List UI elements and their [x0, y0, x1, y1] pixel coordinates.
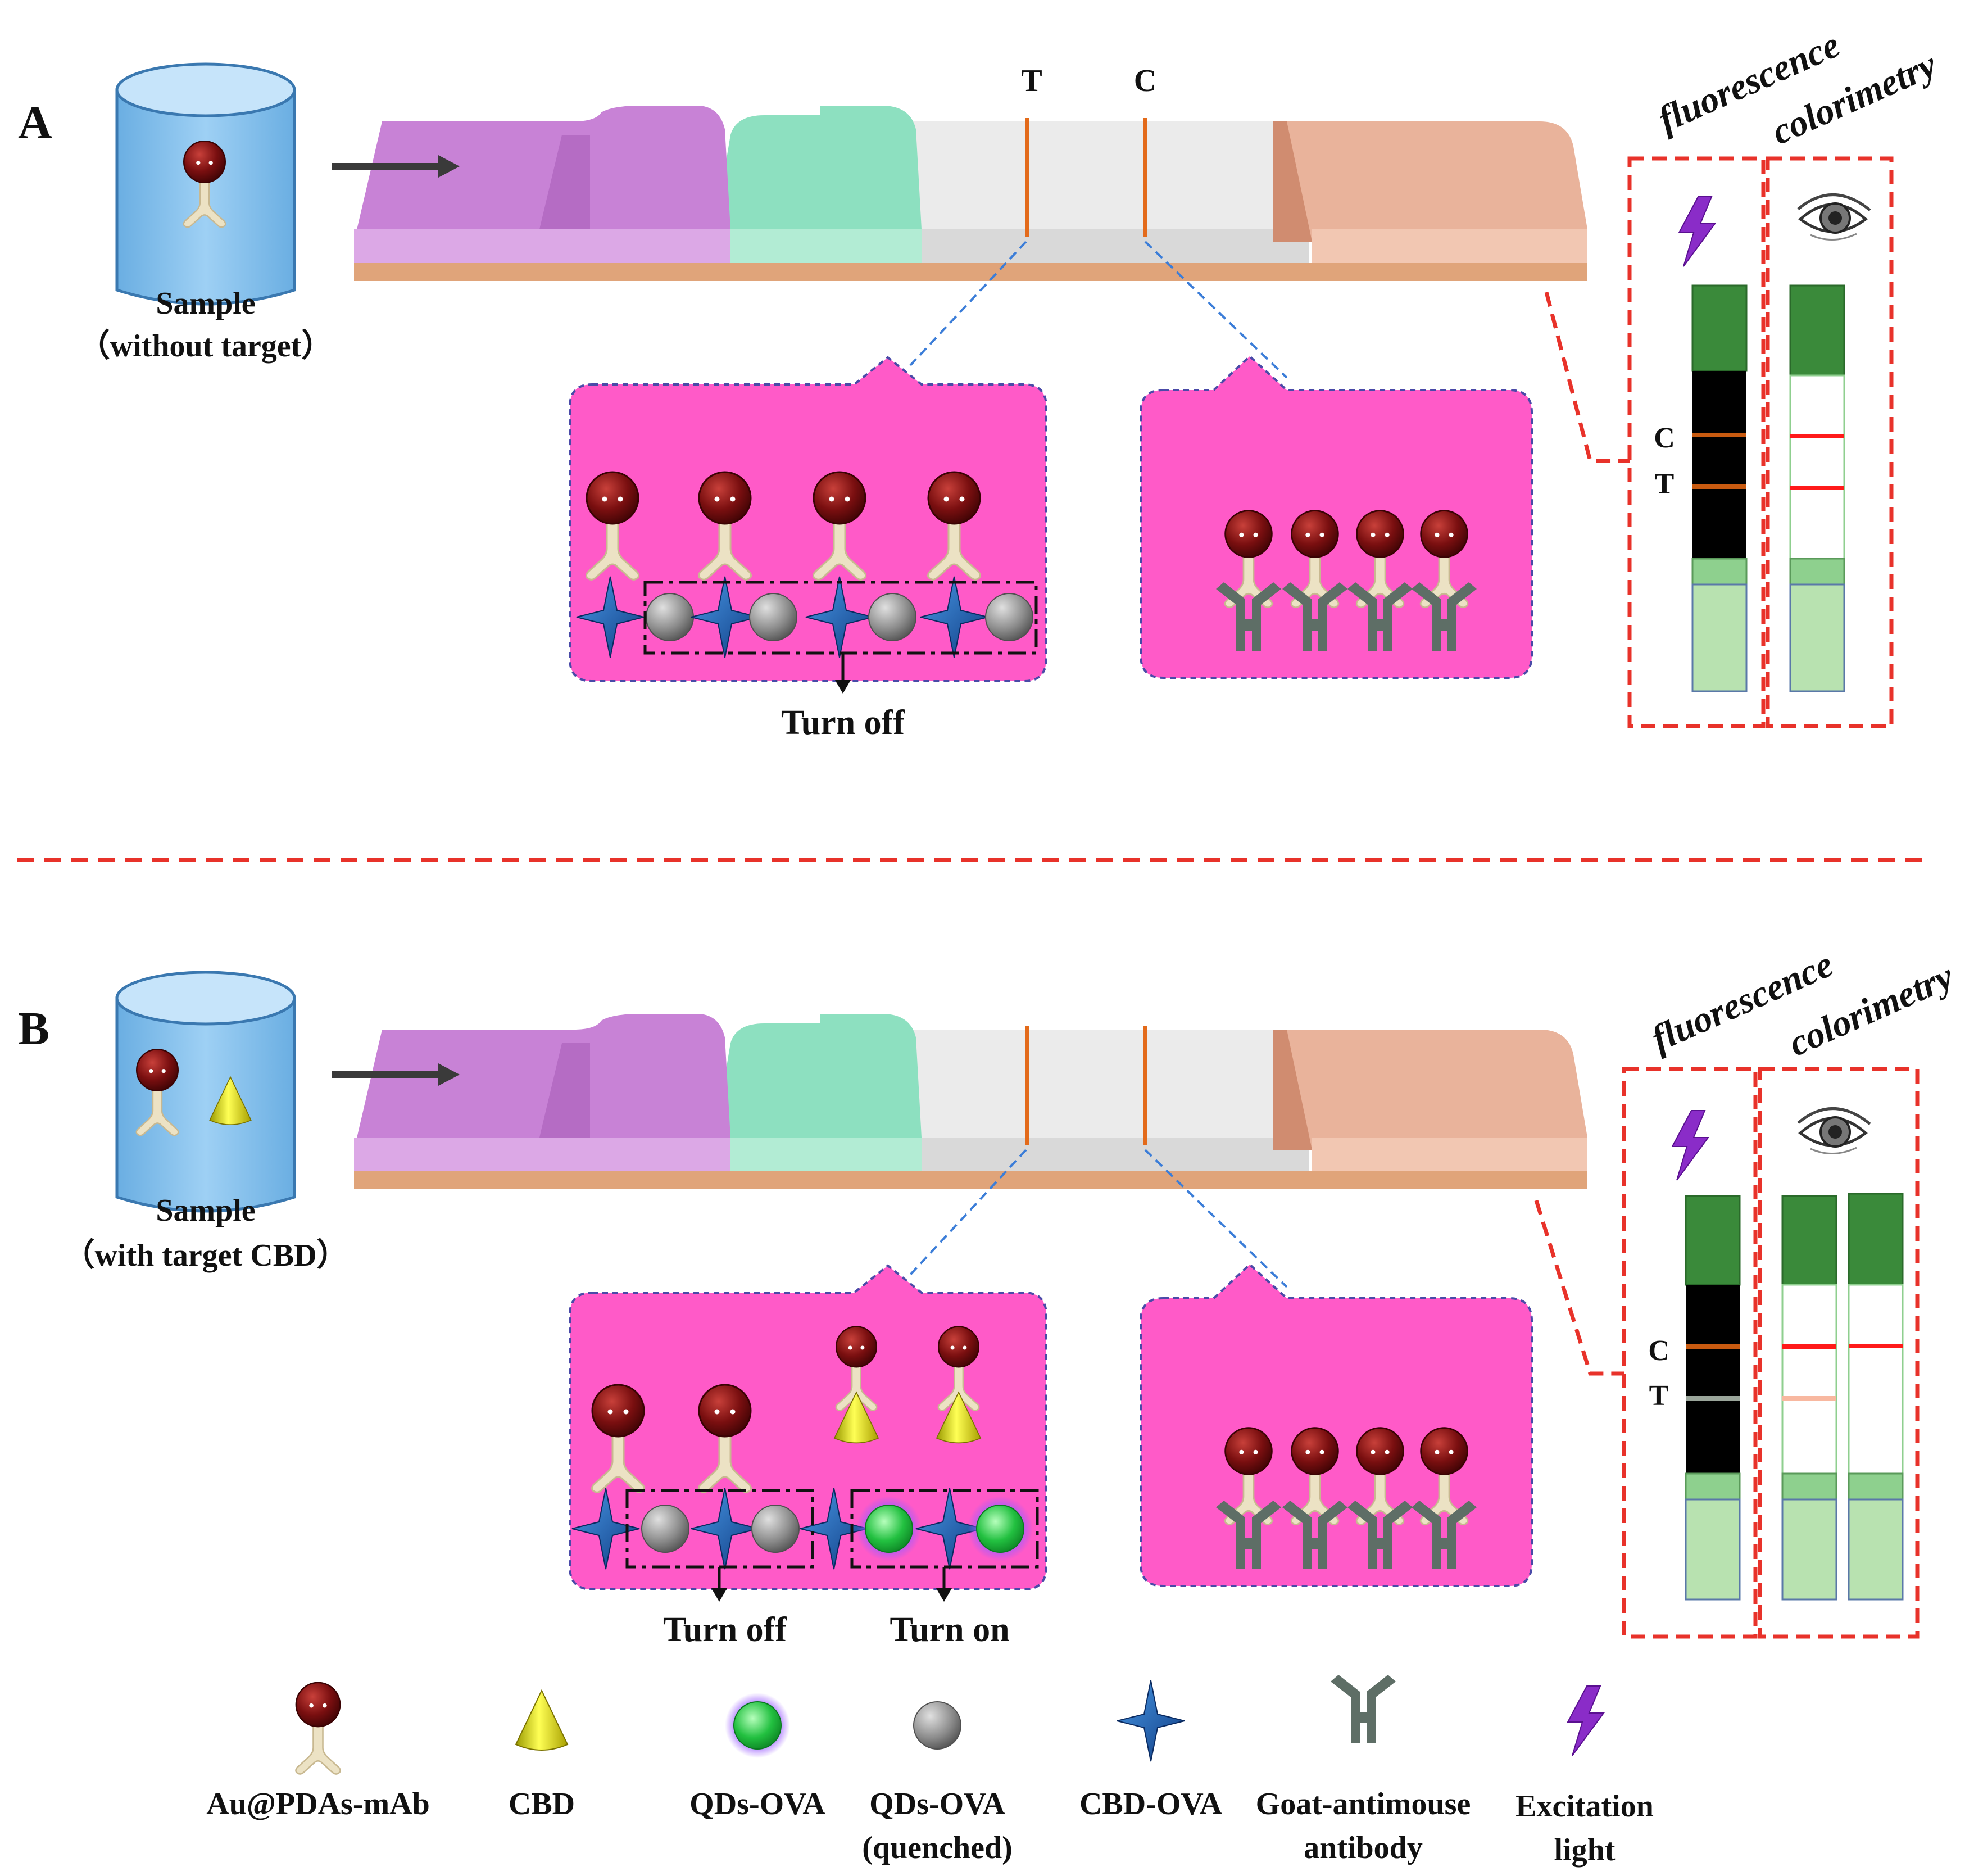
strip-c-label-b: C — [1648, 1335, 1669, 1367]
legend-qds-ova-label: QDs-OVA — [689, 1787, 825, 1821]
strip-c-label-a: C — [1654, 422, 1675, 454]
legend-qds-ova: QDs-OVA — [689, 1692, 825, 1821]
eye-icon-b — [1798, 1108, 1870, 1153]
eye-icon-a — [1798, 194, 1870, 239]
turn-off-b: Turn off — [663, 1611, 787, 1649]
legend-goat-label-1: Goat-antimouse — [1256, 1787, 1471, 1821]
legend-excitation-light: Excitation light — [1515, 1685, 1654, 1868]
legend-cbd-ova: CBD-OVA — [1079, 1680, 1223, 1821]
sample-a-line2: （without target） — [79, 328, 333, 364]
zoom-bubble-t-b — [569, 1264, 1047, 1602]
excitation-bolt-b — [1672, 1110, 1709, 1181]
panel-b-label: B — [18, 1003, 49, 1055]
sample-b-line1: Sample — [156, 1193, 255, 1228]
sample-a-line1: Sample — [156, 286, 255, 321]
legend-goat-label-2: antibody — [1304, 1830, 1423, 1865]
panel-b: B Sample （with target CBD） — [18, 944, 1959, 1649]
legend-excitation-label-1: Excitation — [1515, 1789, 1654, 1824]
strip-a — [332, 106, 1587, 281]
legend-qds-ova-quenched-label-1: QDs-OVA — [869, 1787, 1005, 1821]
panel-a: A Sample （without target） T C — [18, 24, 1943, 742]
legend-au-mab: Au@PDAs-mAb — [206, 1682, 430, 1821]
legend-qds-ova-quenched: QDs-OVA (quenched) — [862, 1701, 1013, 1865]
panel-a-label: A — [18, 97, 52, 149]
excitation-bolt-a — [1678, 196, 1716, 267]
sample-cup-a — [115, 62, 296, 306]
legend-au-mab-label: Au@PDAs-mAb — [206, 1787, 429, 1821]
zoom-bubble-c-b — [1140, 1263, 1533, 1587]
c-line-label: C — [1134, 64, 1156, 98]
sample-b-line2: （with target CBD） — [63, 1238, 348, 1273]
strip-t-label-a: T — [1655, 468, 1675, 500]
legend-goat-antibody: Goat-antimouse antibody — [1256, 1675, 1471, 1865]
legend-cbd-label: CBD — [509, 1787, 575, 1821]
legend-excitation-label-2: light — [1554, 1833, 1616, 1868]
strip-t-label-b: T — [1649, 1380, 1669, 1412]
legend-qds-ova-quenched-label-2: (quenched) — [862, 1830, 1013, 1865]
t-line-label: T — [1021, 64, 1042, 98]
zoom-bubble-c-a — [1140, 355, 1533, 679]
sample-cup-b — [115, 971, 296, 1213]
turn-off-a: Turn off — [781, 704, 905, 742]
legend: Au@PDAs-mAb CBD QDs-OVA QDs-OVA (quenche… — [206, 1675, 1654, 1868]
strip-b — [332, 1014, 1587, 1189]
legend-cbd-ova-label: CBD-OVA — [1079, 1787, 1223, 1821]
readout-b: fluorescence colorimetry C T — [1534, 944, 1959, 1639]
readout-a: fluorescence colorimetry C T — [1544, 24, 1943, 728]
legend-cbd: CBD — [509, 1690, 575, 1821]
zoom-bubble-t-a — [569, 356, 1047, 694]
turn-on-b: Turn on — [890, 1611, 1009, 1649]
